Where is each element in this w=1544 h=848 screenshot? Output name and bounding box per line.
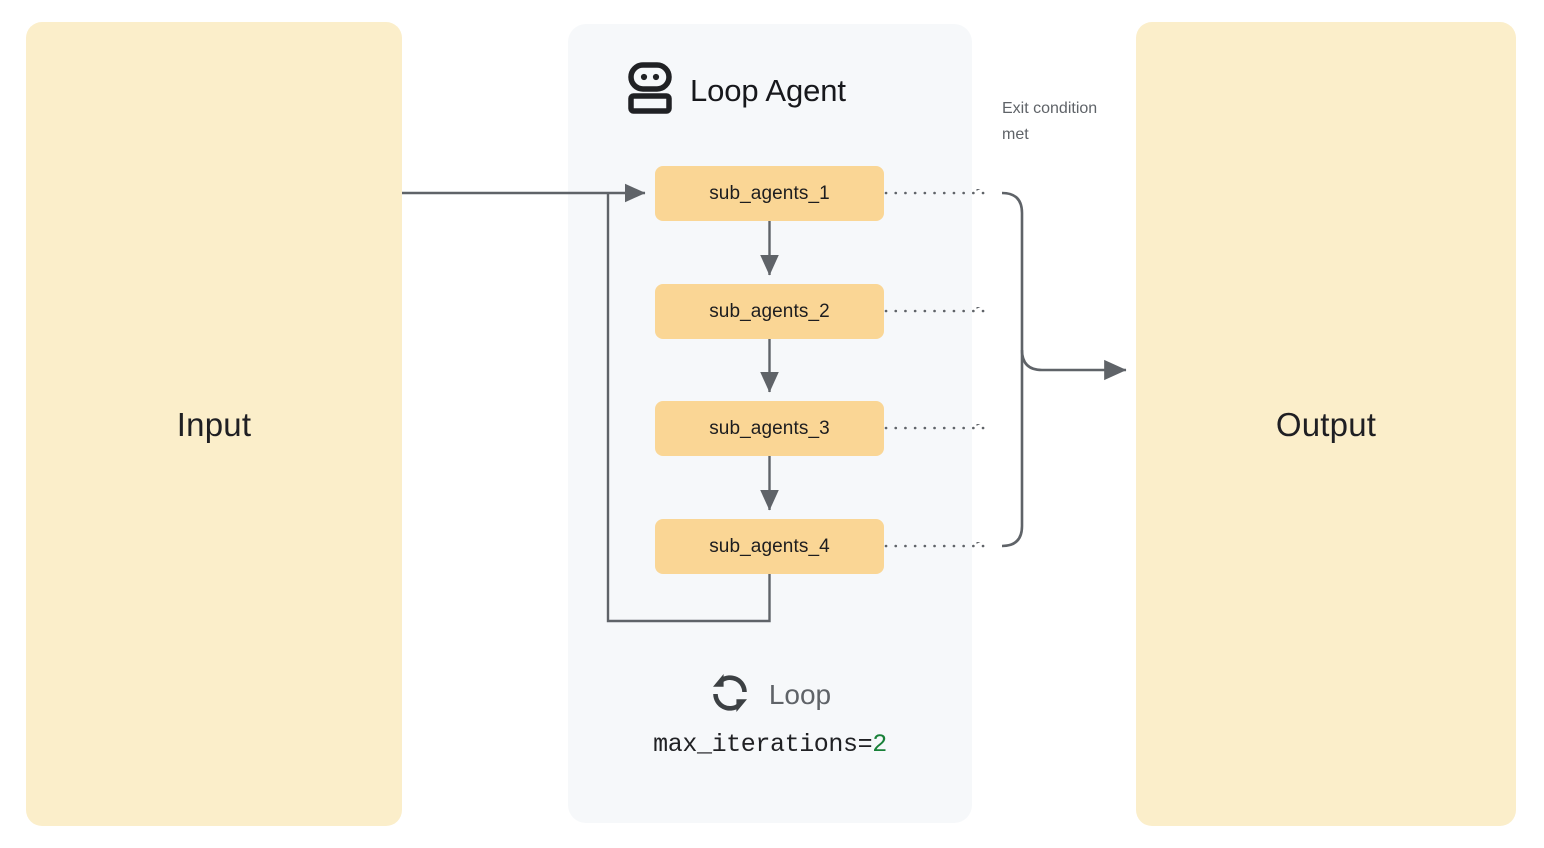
loop-agent-header: Loop Agent: [628, 62, 846, 119]
exit-condition-annotation: Exit condition met: [1002, 100, 1098, 143]
sub-agent-box[interactable]: sub_agents_2: [655, 284, 884, 339]
sub-agent-label: sub_agents_4: [709, 536, 830, 557]
exit-collector-rail: [1001, 191, 1127, 548]
input-panel: Input: [26, 22, 402, 826]
sub-agent-box[interactable]: sub_agents_3: [655, 401, 884, 456]
loop-refresh-icon: [709, 672, 751, 719]
loop-label-row: Loop: [568, 672, 972, 718]
output-panel: Output: [1136, 22, 1516, 826]
max-iterations-row: max_iterations=2: [568, 732, 972, 757]
loop-agent-title: Loop Agent: [690, 73, 846, 108]
input-panel-label: Input: [176, 405, 252, 443]
max-iterations-key: max_iterations=: [653, 730, 873, 759]
sub-agent-label: sub_agents_3: [709, 418, 830, 439]
max-iterations-value: 2: [872, 730, 887, 759]
loop-footer: Loop max_iterations=2: [568, 672, 972, 757]
sub-agent-label: sub_agents_1: [709, 183, 830, 204]
sub-agent-box[interactable]: sub_agents_1: [655, 166, 884, 221]
robot-icon: [628, 62, 672, 119]
sub-agent-box[interactable]: sub_agents_4: [655, 519, 884, 574]
sub-agent-label: sub_agents_2: [709, 301, 830, 322]
output-panel-label: Output: [1275, 405, 1377, 443]
loop-label: Loop: [768, 679, 832, 710]
